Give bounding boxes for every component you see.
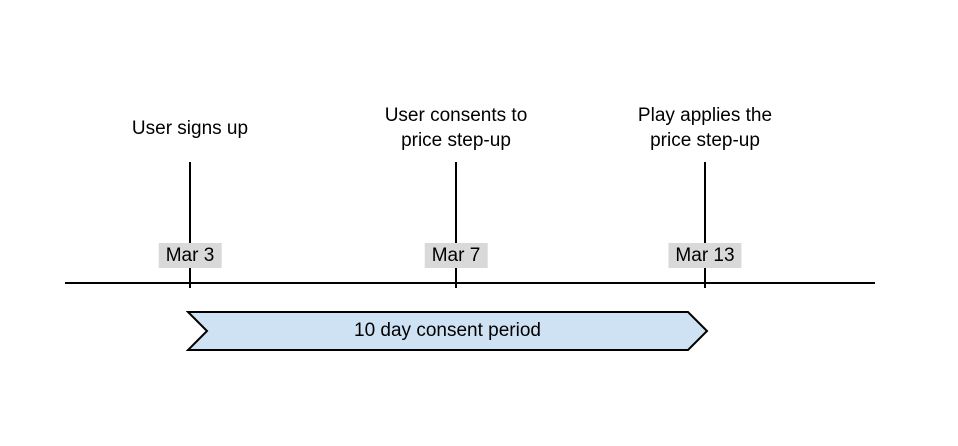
event-tick-line — [455, 162, 457, 288]
event-tick-line — [189, 162, 191, 288]
event-label: User consents to price step-up — [384, 105, 528, 151]
consent-period-banner: 10 day consent period — [186, 310, 709, 352]
consent-period-arrow-shape — [186, 311, 709, 351]
consent-period-label: 10 day consent period — [354, 320, 541, 341]
timeline-axis — [65, 282, 875, 284]
event-date-badge: Mar 13 — [668, 243, 742, 268]
event-label: User signs up — [131, 117, 249, 139]
event-date-badge: Mar 3 — [158, 243, 222, 268]
event-date-badge: Mar 7 — [424, 243, 488, 268]
event-tick-line — [704, 162, 706, 288]
event-label: Play applies the price step-up — [637, 105, 773, 151]
